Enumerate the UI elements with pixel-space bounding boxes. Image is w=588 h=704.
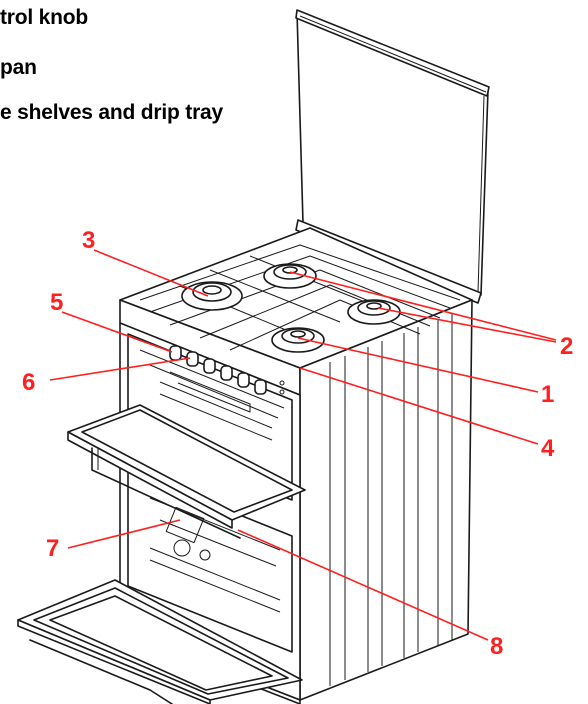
callout-1-label: 1 (541, 381, 554, 408)
callout-5-leader (61, 311, 173, 353)
legend-line-shelves: e shelves and drip tray (0, 101, 223, 124)
legend-line-pan: pan (0, 56, 37, 79)
callout-5-label: 5 (50, 289, 63, 316)
callout-2-label: 2 (560, 333, 573, 360)
callouts: 3 5 6 2 1 4 7 8 (22, 227, 573, 660)
callout-4-label: 4 (541, 435, 555, 462)
callout-6-leader (49, 357, 191, 381)
callout-1-leader (297, 337, 539, 393)
callout-2-leader-a (289, 271, 557, 341)
control-knobs (169, 345, 285, 395)
callout-3-leader (93, 249, 209, 297)
glass-lid (295, 9, 490, 304)
callout-2-leader-b (377, 307, 557, 343)
callout-4-leader (299, 367, 539, 445)
callout-7-label: 7 (46, 535, 59, 562)
callout-3-label: 3 (82, 227, 95, 254)
callout-7-leader (67, 519, 181, 549)
bottom-oven-door (17, 579, 303, 704)
callout-8-label: 8 (490, 633, 503, 660)
legend-line-control-knob: trol knob (0, 6, 89, 29)
callout-6-label: 6 (22, 369, 35, 396)
callout-8-leader (237, 529, 489, 641)
top-oven-door (67, 404, 306, 539)
hob-burners (139, 244, 461, 353)
